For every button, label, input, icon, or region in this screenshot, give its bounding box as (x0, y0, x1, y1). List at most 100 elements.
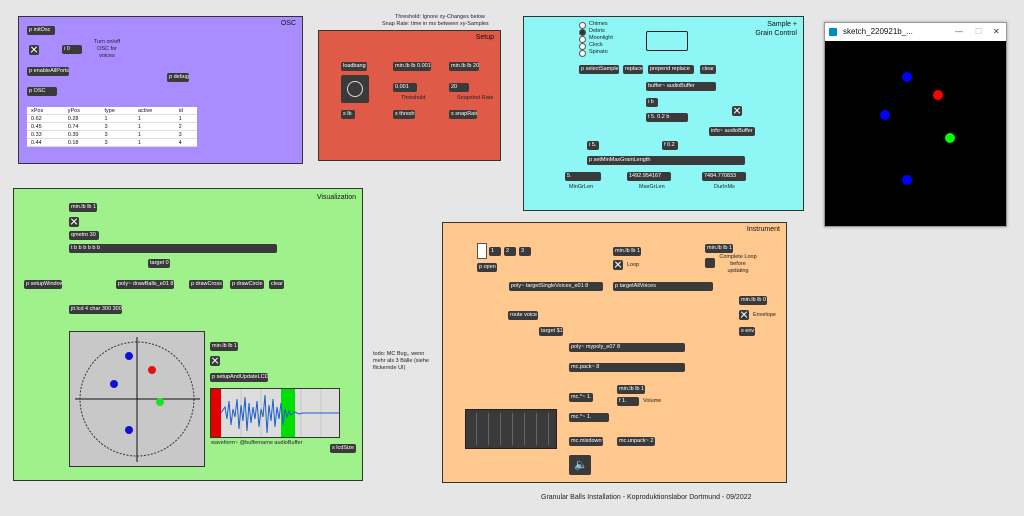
s-thresh-object[interactable]: s thresh (393, 110, 415, 119)
setup-window-object[interactable]: p setupWindow (24, 280, 62, 289)
volume-float[interactable]: f 1. (617, 397, 639, 406)
draw-balls-poly[interactable]: poly~ drawBalls_e01 8 (116, 280, 174, 289)
init-osc-object[interactable]: p initOsc (27, 26, 55, 35)
mypoly-object[interactable]: poly~ mypoly_e07 8 (569, 343, 685, 352)
radio-column-icon[interactable] (477, 243, 487, 259)
target-single-voices-poly[interactable]: poly~ targetSingleVoices_e01 8 (509, 282, 603, 291)
sample-panel-title: Sample +Grain Control (755, 21, 797, 37)
s-lcdsize-object[interactable]: s lcdSize (330, 444, 356, 453)
table-cell: 0.28 (63, 114, 101, 123)
info-bang-button[interactable] (732, 106, 742, 116)
sketch-window[interactable]: sketch_220921b_... — ☐ ✕ (824, 22, 1007, 227)
maximize-icon[interactable]: ☐ (975, 27, 983, 36)
voice-button-1[interactable]: 1 (489, 247, 501, 256)
footer-credit: Granular Balls Installation - Koprodukti… (541, 494, 752, 501)
voice-button-3[interactable]: 3 (519, 247, 531, 256)
lcd-min-lb[interactable]: min.lb lb 1 (210, 342, 238, 351)
enable-all-ports-object[interactable]: p enableAllPorts (27, 67, 69, 76)
threshold-note: Threshold: Ignore xy-Changes below (395, 14, 485, 20)
message-display-box[interactable] (646, 31, 688, 51)
trigger-bangs-object[interactable]: t b b b b b b (69, 244, 277, 253)
replace-message[interactable]: replace (623, 65, 643, 74)
speaker-dac-button[interactable]: 🔈 (569, 455, 591, 475)
duration-label: DurInMs (714, 184, 735, 190)
draw-cross-object[interactable]: p drawCross (189, 280, 223, 289)
clear-message[interactable]: clear (269, 280, 284, 289)
set-grain-object[interactable]: p setMinMaxGrainLength (587, 156, 745, 165)
minimize-icon[interactable]: — (955, 27, 963, 36)
close-icon[interactable]: ✕ (993, 27, 1000, 36)
clear-message[interactable]: clear (700, 65, 716, 74)
table-cell: 1 (133, 138, 175, 147)
radio-label: Moonlight (589, 35, 613, 41)
viz-min-lb[interactable]: min.lb lb 1 (69, 203, 97, 212)
max-grain-label: MaxGrLen (639, 184, 665, 190)
radio-dot-icon (579, 29, 586, 36)
waveform-display[interactable] (210, 388, 340, 438)
osc-panel: OSC p initOsc i 0 Turn on/off OSC for vo… (18, 16, 303, 164)
multichannel-meter (465, 409, 557, 449)
mc-mixdown-object[interactable]: mc.mixdown~ (569, 437, 603, 446)
mc-unpack-object[interactable]: mc.unpack~ 2 (617, 437, 655, 446)
trigger-object[interactable]: t 5. 0.2 b (646, 113, 688, 122)
mc-pack-object[interactable]: mc.pack~ 8 (569, 363, 685, 372)
max-grain-number[interactable]: 1492.954167 (627, 172, 671, 181)
s-snaprate-object[interactable]: s snapRate (449, 110, 477, 119)
route-voice-object[interactable]: route voice (508, 311, 538, 320)
bang-button[interactable] (341, 75, 369, 103)
i5-object[interactable]: i 5. (587, 141, 599, 150)
s-lb-object[interactable]: s lb (341, 110, 355, 119)
waveform-label: waveform~ @buffername audioBuffer (211, 440, 303, 446)
setup-lcd-object[interactable]: p setupAndUpdateLCD (210, 373, 268, 382)
viz-toggle[interactable] (69, 217, 79, 227)
osc-int-box[interactable]: i 0 (62, 45, 82, 54)
duration-number[interactable]: 7484.770833 (702, 172, 746, 181)
loop-min-lb[interactable]: min.lb lb 1 (613, 247, 641, 256)
table-cell: 1 (133, 114, 175, 123)
envelope-toggle[interactable] (739, 310, 749, 320)
mc-multiply-2[interactable]: mc.*~ 1. (569, 413, 609, 422)
target-all-voices-object[interactable]: p targetAllVoices (613, 282, 713, 291)
snap-label: Snapshot Rate (457, 95, 494, 101)
i-b-object[interactable]: i b (646, 98, 658, 107)
table-cell: 3 (174, 130, 197, 139)
mc-multiply-1[interactable]: mc.*~ 1. (569, 393, 593, 402)
debug-object[interactable]: p debug (167, 73, 189, 82)
min-grain-number[interactable]: 5. (565, 172, 601, 181)
target1-message[interactable]: target $1 (539, 327, 563, 336)
loadbang-object[interactable]: loadbang (341, 62, 367, 71)
min-lb-snap[interactable]: min.lb lb 20 (449, 62, 479, 71)
col-header: id (174, 107, 197, 115)
threshold-float[interactable]: 0.001 (393, 83, 417, 92)
osc-object[interactable]: p OSC (27, 87, 57, 96)
draw-circle-object[interactable]: p drawCircle (230, 280, 264, 289)
radio-dot-icon (579, 36, 586, 43)
p-open-object[interactable]: p open (477, 263, 497, 272)
select-sample-object[interactable]: p selectSample (579, 65, 619, 74)
voice-button-2[interactable]: 2 (504, 247, 516, 256)
qmetro-object[interactable]: qmetro 30 (69, 231, 99, 240)
volume-min-lb[interactable]: min.lb lb 1 (617, 385, 645, 394)
lcd-display[interactable] (69, 331, 205, 467)
envelope-min-lb[interactable]: min.lb lb 0 (739, 296, 767, 305)
waveform-selection-start (211, 389, 221, 437)
lcd-toggle[interactable] (210, 356, 220, 366)
loop-toggle[interactable] (613, 260, 623, 270)
buffer-object[interactable]: buffer~ audioBuffer (646, 82, 716, 91)
jit-lcd-object[interactable]: jit.lcd 4 char 300 300 (69, 305, 122, 314)
s-env-object[interactable]: s env (739, 327, 755, 336)
complete-loop-toggle[interactable] (705, 258, 715, 268)
target-object[interactable]: target 0 (148, 259, 170, 268)
f02-object[interactable]: f 0.2 (662, 141, 678, 150)
snap-int[interactable]: 20 (449, 83, 469, 92)
table-cell: 3 (100, 138, 134, 147)
prepend-replace-object[interactable]: prepend replace (648, 65, 694, 74)
min-lb-threshold[interactable]: min.lb lb 0.001 (393, 62, 431, 71)
info-object[interactable]: info~ audioBuffer (709, 127, 755, 136)
complete-min-lb[interactable]: min.lb lb 1 (705, 244, 733, 253)
osc-toggle[interactable] (29, 45, 39, 55)
waveform-trace (220, 389, 339, 437)
sketch-titlebar[interactable]: sketch_220921b_... — ☐ ✕ (825, 23, 1006, 41)
visualization-panel: Visualization min.lb lb 1 qmetro 30 t b … (13, 188, 363, 481)
